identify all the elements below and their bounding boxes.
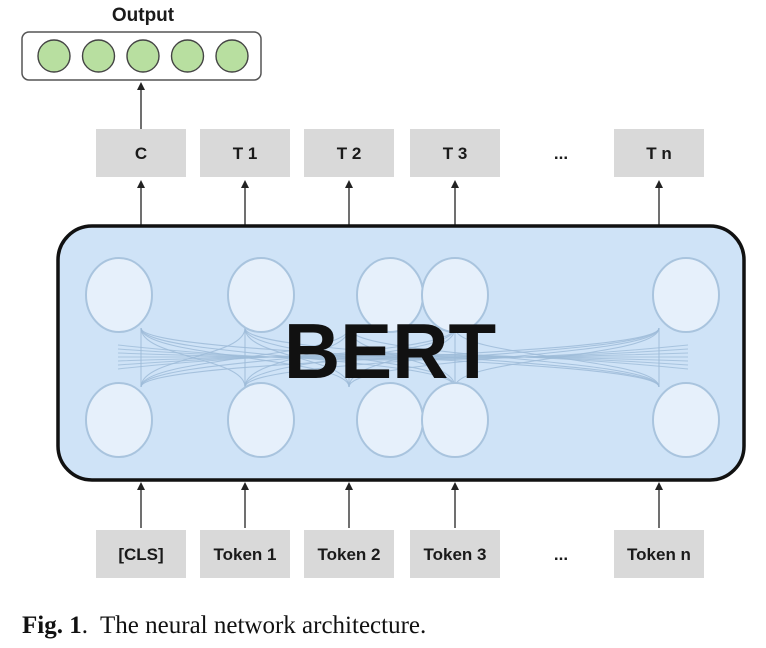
attention-link — [117, 348, 689, 360]
output-token-label: C — [135, 144, 147, 163]
bert-top-node — [421, 257, 489, 333]
output-token-label: T n — [646, 144, 672, 163]
bert-attention-connections — [117, 327, 689, 388]
output-node — [170, 39, 205, 73]
output-token-row: C T 1 T 2 T 3... T n — [96, 129, 704, 226]
input-token-box — [96, 530, 186, 578]
bert-top-node — [227, 257, 295, 333]
bert-architecture-diagram: Output C T 1 T 2 T 3... T n BERT [CLS] Token … — [21, 5, 746, 578]
input-token-box — [614, 530, 704, 578]
input-token-row: [CLS] Token 1 Token 2 Token 3... Token n — [96, 482, 704, 578]
bert-top-node — [652, 257, 720, 333]
output-node — [37, 39, 71, 73]
input-token-label: Token n — [627, 545, 691, 564]
output-token-label: T 1 — [233, 144, 258, 163]
caption-text: The neural network architecture. — [100, 612, 427, 639]
output-token-label: T 3 — [443, 144, 468, 163]
output-token-box — [96, 129, 186, 177]
output-node — [126, 39, 160, 73]
output-token-box — [410, 129, 500, 177]
input-token-box — [200, 530, 290, 578]
figure-label: Fig. 1 — [22, 612, 82, 639]
input-token-label: Token 2 — [318, 545, 381, 564]
output-title: Output — [112, 5, 175, 26]
output-token-box — [200, 129, 290, 177]
attention-link — [117, 353, 689, 370]
attention-link — [117, 355, 689, 362]
output-token-box — [614, 129, 704, 177]
input-token-label: Token 3 — [424, 545, 487, 564]
output-token-box — [304, 129, 394, 177]
output-nodes — [37, 39, 249, 73]
bert-bottom-node — [227, 382, 295, 458]
bert-top-node — [85, 257, 153, 333]
bert-bottom-node — [652, 382, 720, 458]
attention-link — [117, 344, 689, 361]
attention-link — [117, 352, 689, 359]
bert-nodes — [85, 257, 720, 458]
bert-bottom-node — [85, 382, 153, 458]
input-ellipsis: ... — [554, 545, 568, 564]
input-token-label: Token 1 — [214, 545, 277, 564]
figure-caption: Fig. 1. The neural network architecture. — [22, 612, 426, 640]
bert-label: BERT — [284, 307, 496, 395]
output-ellipsis: ... — [554, 144, 568, 163]
attention-link — [117, 354, 689, 366]
bert-bottom-node — [421, 382, 489, 458]
input-token-box — [304, 530, 394, 578]
output-node — [215, 39, 249, 73]
input-token-label: [CLS] — [118, 545, 163, 564]
input-token-box — [410, 530, 500, 578]
caption-separator: . — [81, 612, 88, 639]
output-token-label: T 2 — [337, 144, 362, 163]
output-node — [81, 39, 116, 73]
